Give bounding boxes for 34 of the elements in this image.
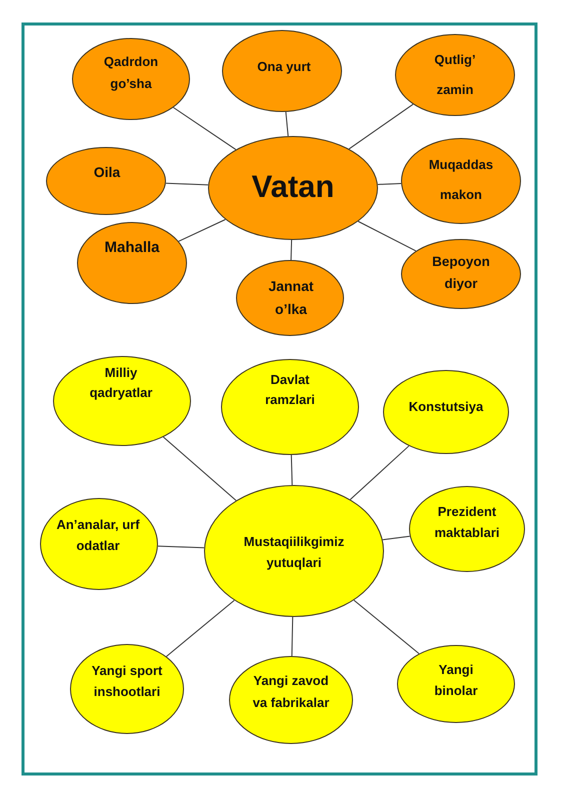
topic-label: An’analar, urf odatlar: [56, 516, 140, 554]
connector-line: [377, 183, 402, 185]
topic-label: Davlat ramzlari: [264, 371, 316, 409]
connector-line: [382, 536, 410, 540]
connector-line: [350, 445, 410, 500]
connector-line: [172, 107, 236, 150]
topic-label: Konstutsiya: [408, 398, 484, 416]
connector-line: [285, 111, 289, 137]
connector-line: [166, 600, 235, 657]
topic-label: Muqaddas makon: [428, 156, 494, 204]
topic-label: Oila: [93, 163, 121, 182]
central-label: Vatan: [251, 168, 335, 206]
connector-line: [290, 454, 293, 486]
connector-line: [178, 219, 226, 242]
connector-line: [358, 220, 416, 252]
topic-label: Bepoyon diyor: [432, 253, 490, 293]
topic-label: Yangi zavod va fabrikalar: [252, 672, 330, 712]
connector-line: [353, 600, 420, 654]
topic-label: Ona yurt: [256, 58, 312, 76]
connector-line: [165, 182, 209, 186]
central-label: Mustaqiilikgimiz yutuqlari: [243, 532, 345, 572]
topic-label: Mahalla: [104, 238, 160, 258]
topic-label: Yangi sport inshootlari: [91, 662, 163, 700]
topic-label: Prezident maktablari: [434, 502, 500, 542]
topic-label: Qutlig’ zamin: [434, 51, 476, 99]
connector-line: [290, 240, 292, 260]
connector-line: [162, 436, 237, 501]
topic-label: Yangi binolar: [434, 660, 478, 700]
connector-line: [291, 616, 294, 656]
topic-label: Milliy qadryatlar: [89, 364, 153, 402]
topic-label: Jannat o’lka: [268, 276, 314, 318]
topic-label: Qadrdon go’sha: [103, 53, 159, 93]
connector-line: [348, 104, 414, 150]
connector-line: [157, 546, 205, 548]
